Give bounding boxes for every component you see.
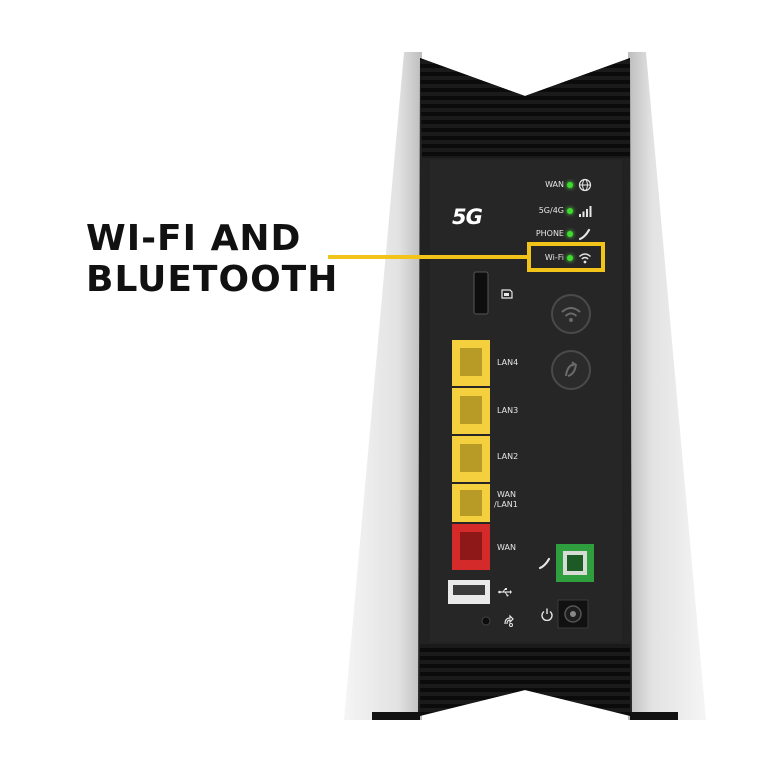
5g-logo: 5G xyxy=(452,205,483,229)
globe-icon xyxy=(578,178,592,192)
wps-button[interactable] xyxy=(551,350,591,390)
wifi-button[interactable] xyxy=(551,294,591,334)
power-icon xyxy=(541,608,553,621)
indicator-5g4g-led xyxy=(567,208,573,214)
callout-line-2: BLUETOOTH xyxy=(86,259,339,300)
phone-handset-icon xyxy=(578,228,591,241)
left-shell xyxy=(344,52,422,720)
indicator-wifi-label: Wi-Fi xyxy=(544,253,564,262)
port-label-wan-lan1-line1: WAN xyxy=(497,490,516,499)
usb-icon xyxy=(498,588,512,597)
wifi-button-icon xyxy=(561,307,581,322)
wps-button-icon xyxy=(565,361,577,377)
top-vent xyxy=(420,58,630,158)
bottom-vent xyxy=(420,644,630,716)
port-label-lan2: LAN2 xyxy=(497,452,519,461)
indicator-phone-label: PHONE xyxy=(535,229,564,238)
callout-text: WI-FI AND BLUETOOTH xyxy=(86,218,339,300)
right-shell xyxy=(628,52,706,720)
indicator-wan-led xyxy=(567,182,573,188)
indicator-phone-led xyxy=(567,231,573,237)
callout-connector-line xyxy=(328,255,527,259)
sim-card-icon xyxy=(501,289,513,299)
lan-ports-group xyxy=(452,340,490,522)
port-label-wan-lan1-line2: /LAN1 xyxy=(494,500,518,509)
reset-hole xyxy=(481,616,491,626)
reset-icon xyxy=(504,614,514,627)
port-label-lan3: LAN3 xyxy=(497,406,519,415)
phone-port-icon xyxy=(538,557,551,570)
indicator-wifi-led xyxy=(567,255,573,261)
callout-line-1: WI-FI AND xyxy=(86,218,302,259)
wifi-icon xyxy=(579,253,591,264)
indicator-5g4g-label: 5G/4G xyxy=(538,206,564,215)
signal-bars-icon xyxy=(579,206,592,217)
sim-slot xyxy=(473,271,489,315)
indicator-wan-label: WAN xyxy=(545,180,564,189)
port-label-lan4: LAN4 xyxy=(497,358,519,367)
wifi-highlight-box xyxy=(527,242,605,272)
port-label-wan: WAN xyxy=(497,543,516,552)
